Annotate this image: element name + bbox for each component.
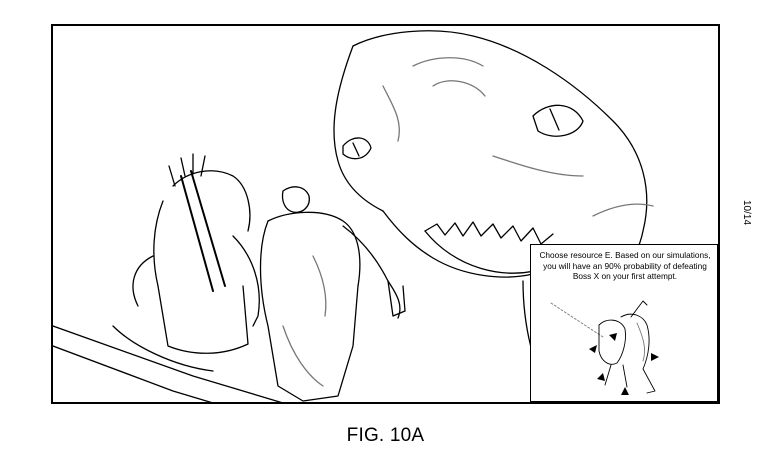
recommendation-message: Choose resource E. Based on our simulati… bbox=[539, 250, 711, 281]
game-scene-frame: Choose resource E. Based on our simulati… bbox=[51, 24, 720, 404]
archer-character-illustration bbox=[112, 153, 260, 372]
sheet-number: 10/14 bbox=[741, 200, 752, 226]
direction-arrow-icon bbox=[609, 333, 617, 341]
direction-arrow-icon bbox=[651, 353, 659, 361]
figure-caption: FIG. 10A bbox=[346, 425, 425, 446]
popup-character-illustration bbox=[550, 300, 659, 395]
game-scene-illustration bbox=[53, 30, 718, 402]
direction-arrow-icon bbox=[597, 373, 605, 381]
direction-arrow-icon bbox=[589, 345, 597, 353]
direction-arrow-icon bbox=[621, 387, 629, 395]
warrior-character-illustration bbox=[259, 186, 406, 402]
recommendation-popup: Choose resource E. Based on our simulati… bbox=[530, 244, 718, 402]
